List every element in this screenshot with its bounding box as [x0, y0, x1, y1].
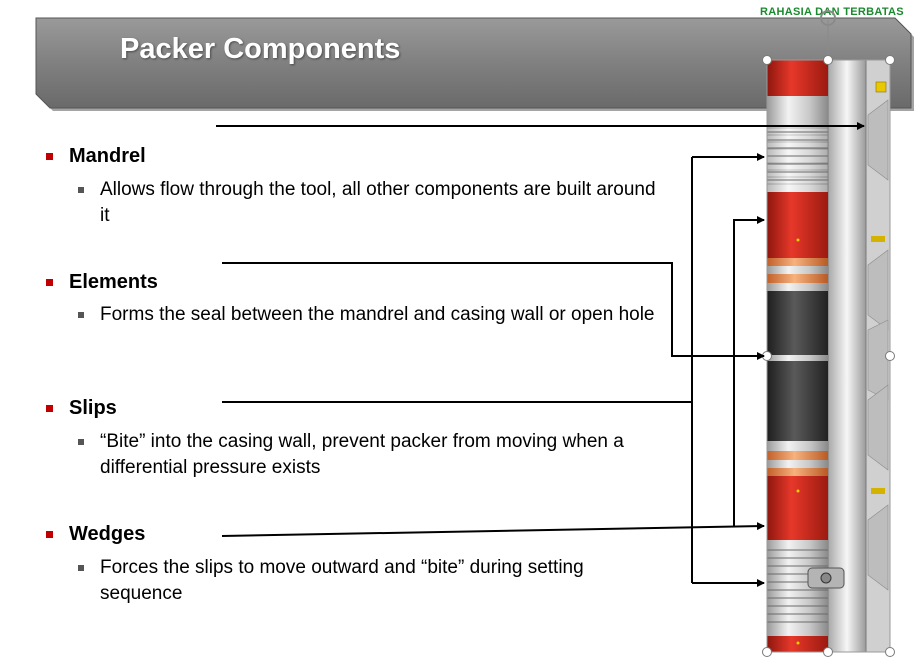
mandrel	[827, 59, 867, 653]
sub-bullet-marker	[78, 565, 84, 571]
component-name: Slips	[69, 397, 117, 419]
description-text: Forms the seal between the mandrel and c…	[100, 304, 655, 325]
page-title: Packer Components	[120, 33, 401, 65]
component-name: Mandrel	[69, 145, 146, 167]
elements-arrow	[222, 262, 765, 360]
leader-lines	[216, 122, 865, 587]
selection-frame[interactable]	[762, 10, 895, 657]
bullet-marker	[46, 153, 53, 160]
description-text: “Bite” into the casing wall, prevent pac…	[100, 431, 624, 478]
title-banner	[35, 17, 914, 111]
component-name: Elements	[69, 271, 158, 293]
packer-body	[767, 60, 845, 652]
bullet-marker	[46, 405, 53, 412]
description-text: Allows flow through the tool, all other …	[100, 179, 656, 226]
bullet-marker	[46, 531, 53, 538]
sub-bullet-marker	[78, 439, 84, 445]
wedges-arrow-lower	[221, 522, 765, 537]
sub-bullet-marker	[78, 187, 84, 193]
wedges-arrow-upper	[733, 216, 765, 526]
bullet-marker	[46, 279, 53, 286]
component-name: Wedges	[69, 523, 146, 545]
description-text: Forces the slips to move outward and “bi…	[100, 557, 584, 604]
sub-bullet-marker	[78, 312, 84, 318]
